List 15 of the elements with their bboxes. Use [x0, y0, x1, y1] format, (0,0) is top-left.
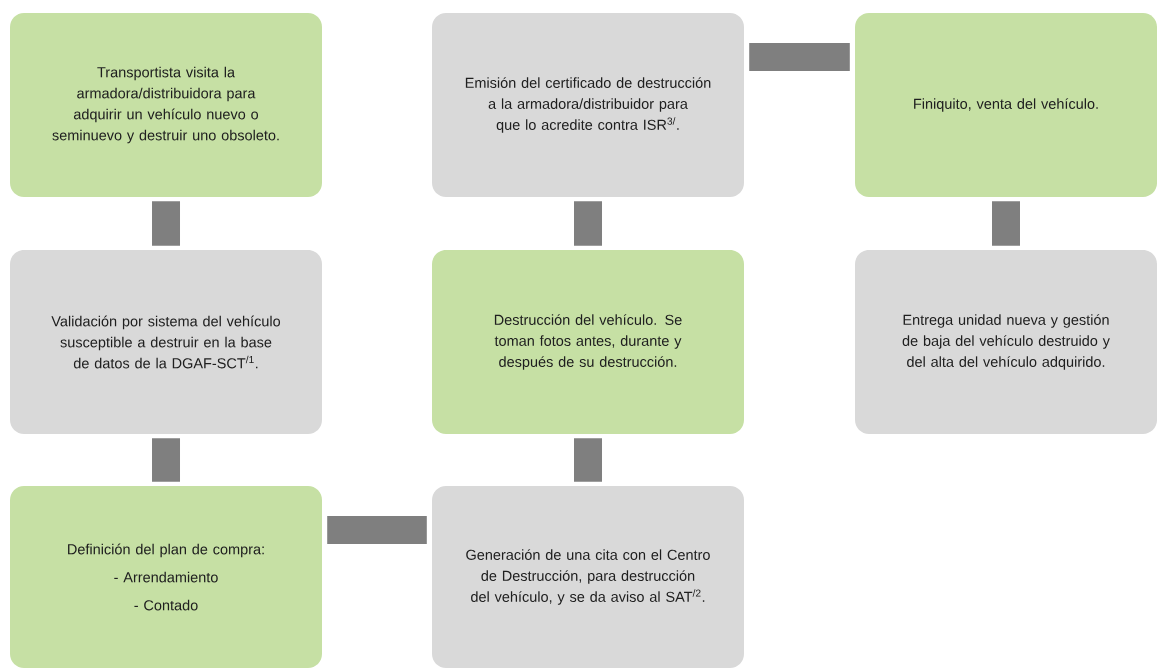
connector-bar: [574, 201, 602, 246]
process-box: Destrucción del vehículo. Se toman fotos antes, durante y después de su destrucción.: [432, 250, 744, 434]
process-box: Finiquito, venta del vehículo.: [855, 13, 1157, 197]
process-box: Transportista visita la armadora/distribuidora para adquirir un vehículo nuevo o seminuevo y destruir uno obsoleto.: [10, 13, 322, 197]
connector-bar: [327, 516, 427, 544]
connector-bar: [152, 201, 180, 246]
process-box: Definición del plan de compra: - Arrendamiento - Contado: [10, 486, 322, 668]
process-box: Generación de una cita con el Centro de Destrucción, para destrucción del vehículo, y se da aviso al SAT$^{/2}$.: [432, 486, 744, 668]
connector-bar: [152, 438, 180, 482]
process-box: Entrega unidad nueva y gestión de baja del vehículo destruido y del alta del vehículo adquirido.: [855, 250, 1157, 434]
process-box: Emisión del certificado de destrucción a la armadora/distribuidor para que lo acredite contra ISR$^{3/}$.: [432, 13, 744, 197]
connector-bar: [992, 201, 1020, 246]
connector-bar: [574, 438, 602, 482]
process-box: Validación por sistema del vehículo susceptible a destruir en la base de datos de la DGAF-SCT$^{/1}$.: [10, 250, 322, 434]
connector-bar: [749, 43, 850, 71]
